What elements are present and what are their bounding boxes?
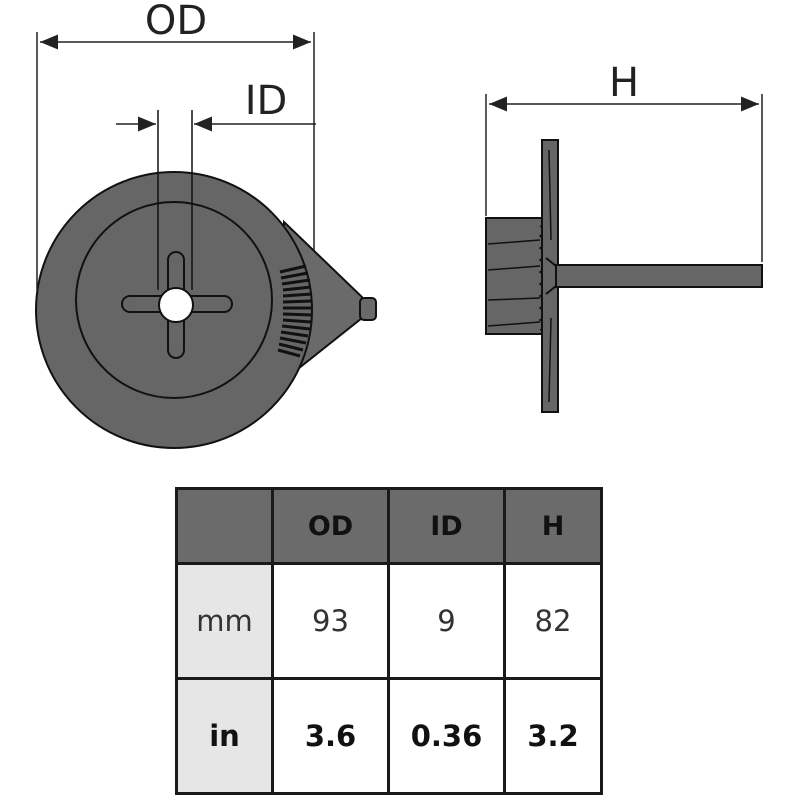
dimensions-table: OD ID H mm 93 9 82 in 3.6 0.36 3.2 (175, 487, 603, 795)
in-id: 0.36 (387, 677, 506, 795)
side-shaft (555, 264, 763, 288)
inner-ring (75, 201, 273, 399)
center-hole (158, 287, 194, 323)
technical-drawing: OD ID H (35, 0, 763, 449)
header-unit (175, 487, 274, 565)
in-h: 3.2 (503, 677, 603, 795)
front-view (35, 110, 377, 449)
header-od: OD (271, 487, 390, 565)
mm-id: 9 (387, 562, 506, 680)
in-od: 3.6 (271, 677, 390, 795)
side-view (485, 139, 763, 413)
h-dimension: H (485, 60, 763, 262)
table-row-in: in 3.6 0.36 3.2 (175, 677, 603, 795)
od-label: OD (145, 0, 207, 44)
unit-in: in (175, 677, 274, 795)
od-dimension: OD (36, 0, 315, 290)
front-lug-tip (359, 297, 377, 321)
mm-h: 82 (503, 562, 603, 680)
table-header-row: OD ID H (175, 487, 603, 565)
id-dimension: ID (116, 78, 316, 132)
side-hub (485, 217, 543, 335)
h-label: H (609, 60, 639, 106)
table-row-mm: mm 93 9 82 (175, 562, 603, 680)
header-id: ID (387, 487, 506, 565)
knurled-edge (277, 264, 313, 358)
id-label: ID (245, 78, 288, 124)
mm-od: 93 (271, 562, 390, 680)
unit-mm: mm (175, 562, 274, 680)
header-h: H (503, 487, 603, 565)
